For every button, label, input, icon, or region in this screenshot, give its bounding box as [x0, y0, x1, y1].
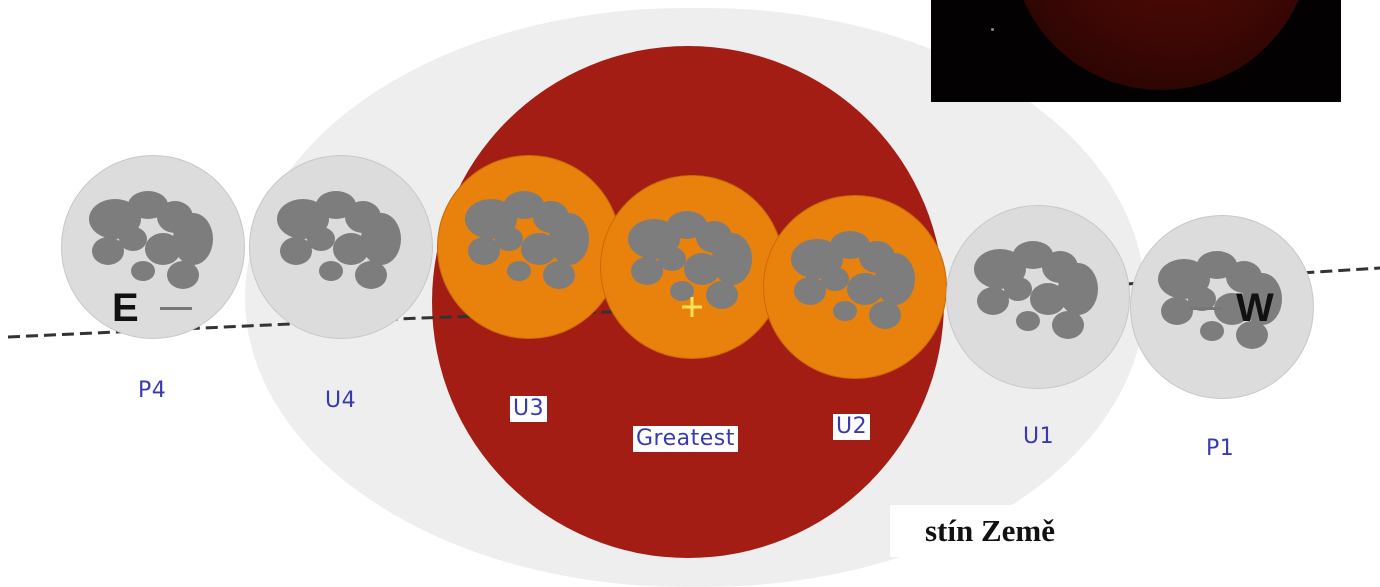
label-greatest: Greatest	[633, 426, 738, 452]
label-u4: U4	[325, 388, 356, 413]
label-p4: P4	[138, 378, 166, 403]
label-u1: U1	[1023, 424, 1054, 449]
label-u3: U3	[510, 396, 547, 422]
east-label: E	[112, 286, 139, 331]
label-p1: P1	[1206, 436, 1234, 461]
earth-shadow-caption: stín Země	[890, 505, 1090, 557]
label-u2: U2	[833, 414, 870, 440]
eclipsed-moon-photo	[931, 0, 1341, 102]
moon-u3	[437, 155, 621, 339]
west-label: W	[1236, 286, 1274, 331]
east-dash	[160, 307, 192, 310]
moon-p1	[1130, 215, 1314, 399]
star-dot	[991, 28, 994, 31]
moon-u4	[249, 155, 433, 339]
west-dash	[1190, 307, 1222, 310]
moon-u1	[946, 205, 1130, 389]
moon-u2	[763, 195, 947, 379]
moon-p4	[61, 155, 245, 339]
red-moon-icon	[1011, 0, 1311, 90]
moon-greatest	[600, 175, 784, 359]
